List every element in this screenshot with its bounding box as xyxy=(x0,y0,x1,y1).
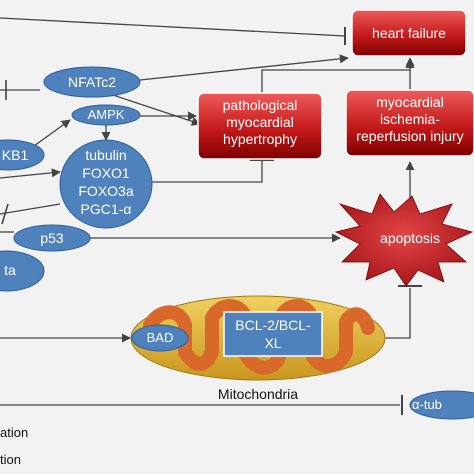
inhibit-targets-hypertrophy xyxy=(150,160,263,183)
target-pgc1a: PGC1-α xyxy=(80,201,132,217)
target-tubulin: tubulin xyxy=(85,147,127,163)
bad-label: BAD xyxy=(146,330,174,345)
line-left-targets-2 xyxy=(0,203,61,215)
p53-node xyxy=(13,224,91,252)
hypertrophy-label: pathological myocardial hypertrophy xyxy=(198,97,322,147)
kb1-label: KB1 xyxy=(1,147,29,163)
alpha-tub-node xyxy=(409,390,474,420)
arrow-nfatc2-hypertrophy xyxy=(109,93,201,126)
arrow-kb1-ampk xyxy=(33,119,71,147)
ampk-node xyxy=(71,104,141,126)
bcl2-box xyxy=(223,311,323,357)
ischemia-line-2: ischemia- xyxy=(380,110,440,127)
bcl2-line-2: XL xyxy=(264,335,282,351)
apoptosis-label: apoptosis xyxy=(380,230,440,246)
target-foxo1: FOXO1 xyxy=(82,165,130,181)
legend-item-2: tion xyxy=(0,452,21,467)
p53-label: p53 xyxy=(40,230,64,246)
nfatc2-node xyxy=(43,66,141,98)
ischemia-box xyxy=(345,89,474,157)
ta-node xyxy=(0,250,45,292)
hypertrophy-line-2: myocardial xyxy=(226,113,294,130)
bad-node xyxy=(131,324,189,352)
ischemia-label: myocardial ischemia- reperfusion injury xyxy=(346,94,474,144)
target-foxo3a: FOXO3a xyxy=(78,183,134,199)
arrow-nfatc2-heart-failure xyxy=(139,54,349,81)
hypertrophy-line-1: pathological xyxy=(222,97,298,113)
bcl2-label: BCL-2/BCL- XL xyxy=(224,316,322,352)
heart-failure-box xyxy=(351,9,467,57)
legend-item-1: ation xyxy=(0,425,29,440)
alpha-tub-label: α-tub xyxy=(412,397,442,412)
mitochondria-cristae xyxy=(143,299,375,375)
hypertrophy-line-3: hypertrophy xyxy=(223,130,297,147)
hypertrophy-box xyxy=(197,92,323,160)
apoptosis-burst xyxy=(334,193,474,287)
ischemia-line-3: reperfusion injury xyxy=(356,127,464,144)
heart-failure-label: heart failure xyxy=(372,25,446,41)
ta-label: ta xyxy=(4,262,16,278)
ampk-label: AMPK xyxy=(87,107,125,122)
arrow-left-targets-1 xyxy=(0,168,61,179)
inhibit-bar-left-2 xyxy=(1,203,9,225)
bcl2-line-1: BCL-2/BCL- xyxy=(235,317,311,333)
ischemia-line-1: myocardial xyxy=(376,94,444,110)
nfatc2-label: NFATc2 xyxy=(68,74,116,90)
targets-node xyxy=(59,139,153,229)
kb1-node xyxy=(0,139,45,171)
mitochondria-label: Mitochondria xyxy=(217,386,299,402)
arrow-hypertrophy-heart-failure xyxy=(261,57,415,94)
targets-label: tubulin FOXO1 FOXO3a PGC1-α xyxy=(60,146,152,218)
inhibit-line-heart-failure xyxy=(0,17,346,37)
